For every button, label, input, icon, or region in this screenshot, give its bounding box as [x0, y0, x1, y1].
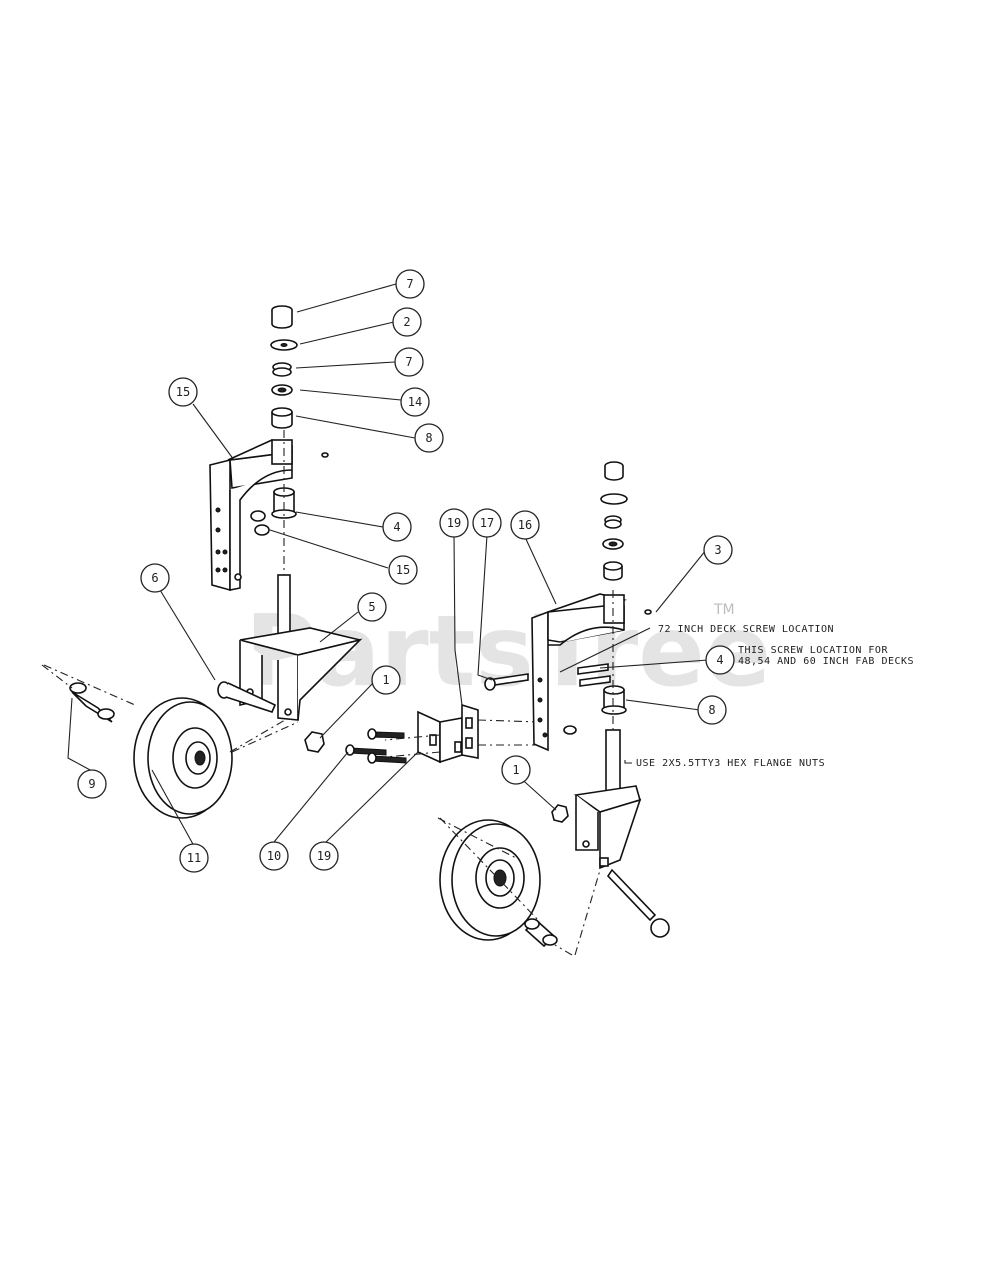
- svg-text:7: 7: [406, 277, 413, 291]
- callout-19a: 19: [309, 841, 339, 871]
- note-screw-location-line1: THIS SCREW LOCATION FOR: [738, 645, 888, 656]
- callout-17: 17: [472, 508, 502, 538]
- right-nut: [551, 804, 569, 823]
- callout-16: 16: [510, 510, 540, 540]
- callout-15b: 15: [388, 555, 418, 585]
- callout-7b: 7: [394, 347, 424, 377]
- note-hex-flange-nuts: USE 2X5.5TTY3 HEX FLANGE NUTS: [636, 758, 825, 769]
- callout-2: 2: [392, 307, 422, 337]
- callout-4a: 4: [382, 512, 412, 542]
- left-axle-bolt: [217, 681, 277, 713]
- callout-4b: 4: [705, 645, 735, 675]
- svg-text:19: 19: [317, 849, 331, 863]
- right-bearing: [603, 561, 623, 581]
- svg-text:10: 10: [267, 849, 281, 863]
- left-wheel: [133, 697, 233, 819]
- callout-19b: 19: [439, 508, 469, 538]
- left-deck-bracket: [209, 439, 329, 592]
- callout-7a: 7: [395, 269, 425, 299]
- svg-text:4: 4: [393, 520, 400, 534]
- svg-text:17: 17: [480, 516, 494, 530]
- svg-text:1: 1: [512, 763, 519, 777]
- callout-5: 5: [357, 592, 387, 622]
- svg-text:2: 2: [403, 315, 410, 329]
- svg-text:8: 8: [425, 431, 432, 445]
- svg-text:7: 7: [405, 355, 412, 369]
- svg-text:11: 11: [187, 851, 201, 865]
- svg-text:16: 16: [518, 518, 532, 532]
- right-bracket-screws: [484, 609, 652, 735]
- left-axle-tube: [69, 682, 115, 723]
- callout-9a: 9: [77, 769, 107, 799]
- left-nut: [304, 731, 325, 753]
- svg-text:15: 15: [176, 385, 190, 399]
- svg-text:14: 14: [408, 395, 422, 409]
- svg-text:3: 3: [714, 543, 721, 557]
- callout-6: 6: [140, 563, 170, 593]
- callout-1b: 1: [501, 755, 531, 785]
- callout-3: 3: [703, 535, 733, 565]
- left-washer-hole: [280, 343, 288, 347]
- right-axle-bolt: [606, 868, 670, 938]
- callout-10: 10: [259, 841, 289, 871]
- left-spacer: [271, 384, 293, 396]
- callout-8a: 8: [414, 423, 444, 453]
- watermark-tm: TM: [713, 602, 735, 618]
- left-ring: [272, 362, 292, 377]
- right-bushing-lower: [601, 685, 627, 715]
- callout-8b: 8: [697, 695, 727, 725]
- note-72-inch-deck: 72 INCH DECK SCREW LOCATION: [658, 624, 834, 635]
- svg-text:5: 5: [368, 600, 375, 614]
- svg-text:8: 8: [708, 703, 715, 717]
- svg-text:9: 9: [88, 777, 95, 791]
- callout-14: 14: [400, 387, 430, 417]
- right-axle-tube: [524, 918, 558, 948]
- right-ring: [604, 515, 622, 529]
- right-caster-assembly: [437, 461, 670, 956]
- callout-15a: 15: [168, 377, 198, 407]
- left-small-nuts: [250, 510, 270, 536]
- leader-lines: [67, 283, 709, 847]
- right-wheel: [439, 819, 541, 941]
- center-mount-bracket: [374, 703, 545, 764]
- svg-text:6: 6: [151, 571, 158, 585]
- svg-text:1: 1: [382, 673, 389, 687]
- svg-text:19: 19: [447, 516, 461, 530]
- right-caster-fork: [573, 785, 642, 870]
- left-caster-assembly: [41, 305, 363, 819]
- callout-1a: 1: [371, 665, 401, 695]
- right-washer: [600, 493, 628, 505]
- left-bushing-top: [271, 305, 293, 329]
- right-bushing-top: [604, 461, 624, 481]
- right-deck-bracket: [531, 593, 628, 752]
- right-spacer: [602, 538, 624, 550]
- callout-11: 11: [179, 843, 209, 873]
- left-bearing: [271, 407, 293, 429]
- note-screw-location-line2: 48,54 AND 60 INCH FAB DECKS: [738, 656, 914, 667]
- svg-text:15: 15: [396, 563, 410, 577]
- svg-text:4: 4: [716, 653, 723, 667]
- center-screws: [345, 728, 407, 764]
